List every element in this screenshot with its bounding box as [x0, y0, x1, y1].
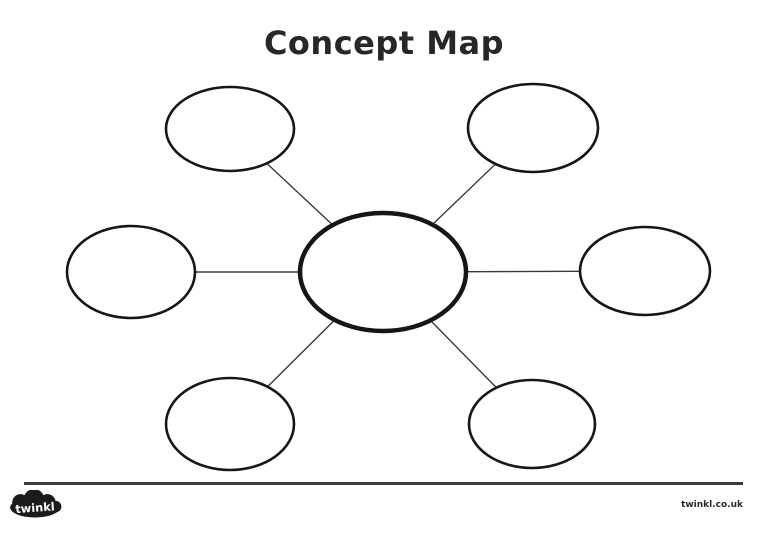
satellite-node-top-left — [164, 85, 296, 173]
satellite-node-bottom-right — [467, 378, 597, 470]
satellite-node-top-right — [466, 82, 600, 174]
satellite-node-middle-right — [578, 225, 712, 317]
footer-url-text: twinkl.co.uk — [681, 500, 743, 510]
twinkl-logo-cloud — [10, 490, 62, 518]
satellite-node-middle-left — [65, 224, 197, 320]
page-title: Concept Map — [263, 24, 505, 62]
twinkl-logo-text: twinkl — [15, 499, 55, 516]
center-node — [297, 210, 469, 334]
twinkl-logo: twinkl — [10, 490, 62, 518]
footer-rule — [24, 482, 743, 485]
satellite-node-bottom-left — [164, 376, 296, 472]
